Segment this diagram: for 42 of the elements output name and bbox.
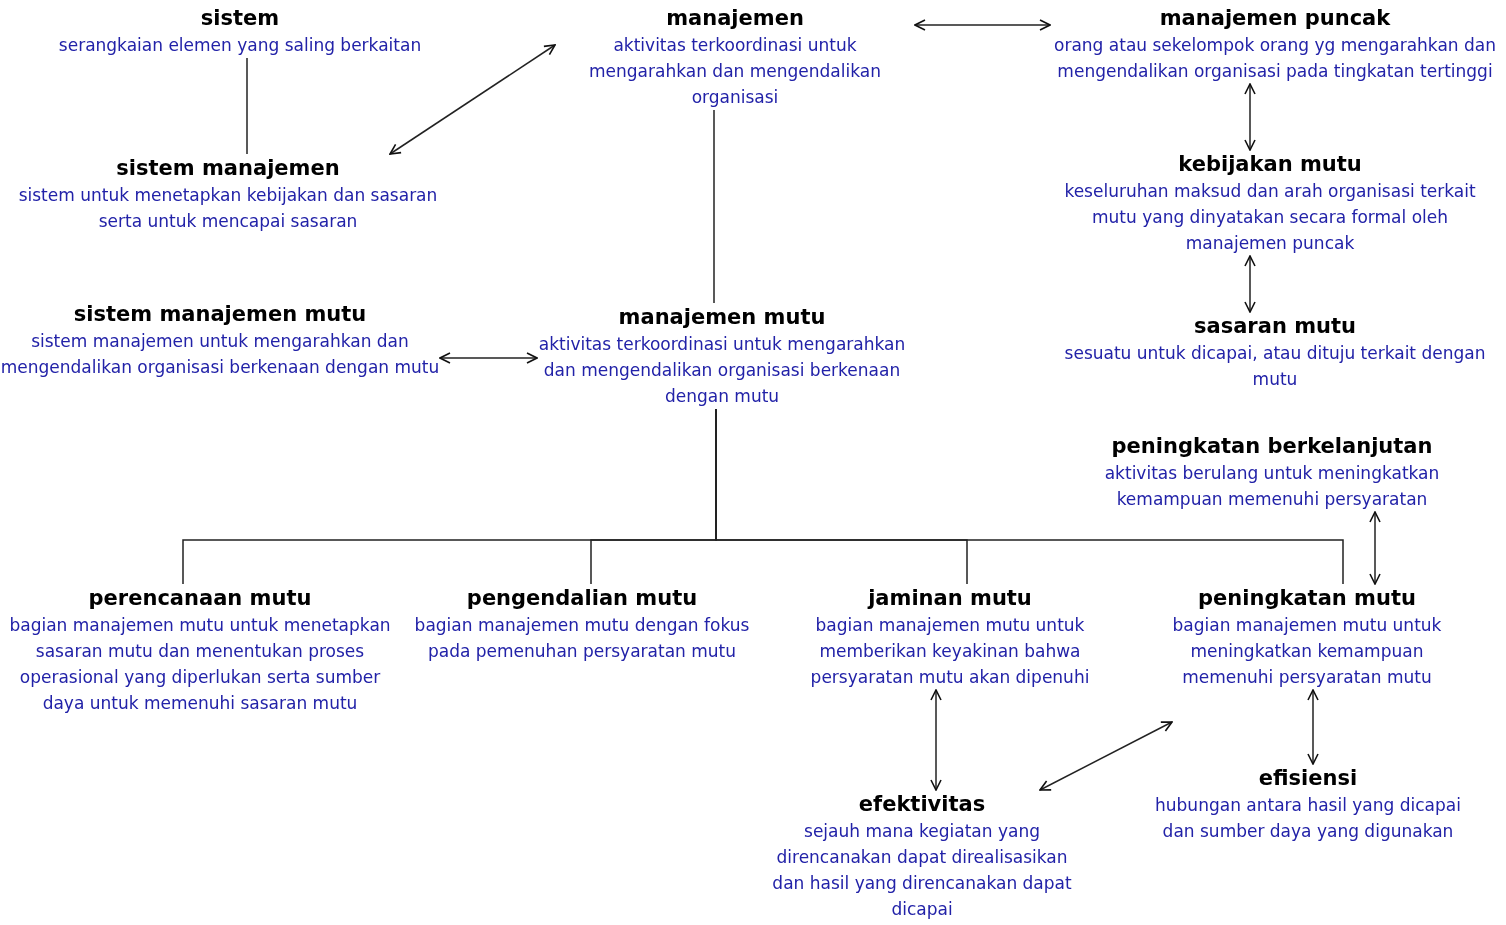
double-arrow	[1244, 255, 1256, 313]
double-arrow	[930, 689, 942, 791]
term-heading: pengendalian mutu	[466, 585, 698, 612]
term-heading: sasaran mutu	[1194, 313, 1356, 340]
double-arrow	[1307, 689, 1319, 765]
term-heading: efisiensi	[1258, 765, 1358, 792]
term-definition: hubungan antara hasil yang dicapai dan sumber daya yang digunakan	[1154, 794, 1462, 843]
double-arrow	[914, 19, 1051, 31]
term-definition: aktivitas berulang untuk meningkatkan kemampuan memenuhi persyaratan	[1103, 462, 1441, 511]
term-definition: bagian manajemen mutu untuk meningkatkan kemampuan memenuhi persyaratan mutu	[1172, 614, 1442, 689]
term-definition: bagian manajemen mutu untuk menetapkan sasaran mutu dan menentukan proses operasional yang diperlukan serta sumber daya untuk memenuhi sasaran mutu	[8, 614, 392, 715]
term-definition: bagian manajemen mutu untuk memberikan keyakinan bahwa persyaratan mutu akan dipenuhi	[809, 614, 1091, 689]
term-heading: efektivitas	[858, 791, 986, 818]
double-arrow	[1244, 83, 1256, 151]
term-definition: keseluruhan maksud dan arah organisasi terkait mutu yang dinyatakan secara formal oleh manajemen puncak	[1063, 180, 1477, 255]
term-definition: serangkaian elemen yang saling berkaitan	[58, 34, 422, 57]
connector-line	[715, 408, 1344, 585]
term-definition: sistem untuk menetapkan kebijakan dan sasaran serta untuk mencapai sasaran	[17, 184, 439, 233]
term-definition: sesuatu untuk dicapai, atau dituju terkait dengan mutu	[1063, 342, 1487, 391]
term-definition: aktivitas terkoordinasi untuk mengarahkan dan mengendalikan organisasi	[588, 34, 882, 109]
double-arrow	[389, 44, 556, 155]
double-arrow	[439, 352, 538, 364]
term-heading: peningkatan berkelanjutan	[1111, 433, 1433, 460]
term-definition: aktivitas terkoordinasi untuk mengarahkan dan mengendalikan organisasi berkenaan dengan mutu	[537, 333, 907, 408]
term-heading: sistem manajemen	[116, 155, 340, 182]
term-definition: sejauh mana kegiatan yang direncanakan dapat direalisasikan dan hasil yang direncanakan dapat dicapai	[771, 820, 1073, 921]
term-heading: perencanaan mutu	[88, 585, 312, 612]
double-arrow	[1369, 511, 1381, 585]
connector-line	[713, 109, 715, 304]
term-heading: kebijakan mutu	[1178, 151, 1362, 178]
double-arrow	[1039, 721, 1173, 791]
term-heading: manajemen puncak	[1159, 5, 1391, 32]
connector-line	[246, 57, 248, 155]
term-heading: sistem manajemen mutu	[73, 301, 367, 328]
term-heading: sistem	[200, 5, 280, 32]
term-heading: manajemen	[666, 5, 804, 32]
term-definition: orang atau sekelompok orang yg mengarahkan dan mengendalikan organisasi pada tingkatan tertinggi	[1053, 34, 1497, 83]
term-heading: peningkatan mutu	[1198, 585, 1416, 612]
term-definition: bagian manajemen mutu dengan fokus pada pemenuhan persyaratan mutu	[413, 614, 751, 663]
term-definition: sistem manajemen untuk mengarahkan dan mengendalikan organisasi berkenaan dengan mutu	[0, 330, 440, 379]
term-heading: manajemen mutu	[618, 304, 826, 331]
term-heading: jaminan mutu	[868, 585, 1032, 612]
